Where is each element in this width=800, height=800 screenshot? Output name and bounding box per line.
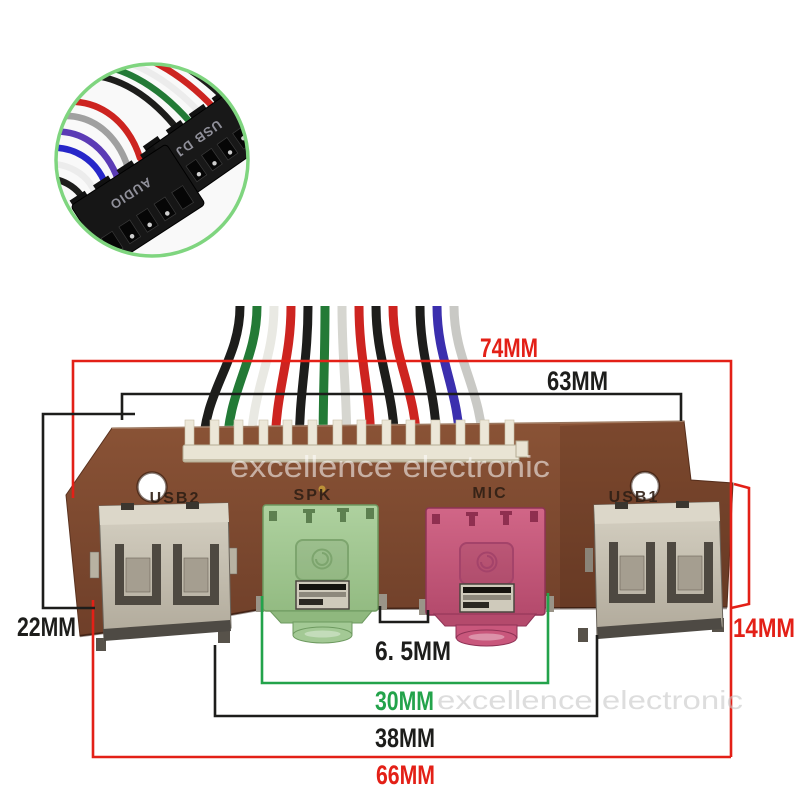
usb2-foot-pin [96,638,106,651]
dim-14mm: 14MM [730,482,795,643]
dim-14mm-label: 14MM [733,613,795,643]
dim-6-5mm-label: 6. 5MM [375,636,451,666]
mic-barrel-tip [456,629,517,647]
spk-logo [311,548,333,570]
dim-30mm: 30MM [260,593,550,716]
spk-side-pin [379,594,387,610]
usb1-top-face [594,502,720,524]
inset-wire [80,64,206,119]
dim-74mm-lines [71,359,733,757]
usb2-spring-contacts [115,544,219,605]
mic-jack [419,507,554,647]
dim-66mm-lines [91,600,731,759]
usb1-bottom-bar [597,618,722,639]
mic-emboss-square [459,542,514,585]
solder-pad-dot [318,485,326,493]
usb2-top-notch [186,502,199,509]
spk-barrel-tip [292,626,353,644]
header-latch-nub [515,440,529,458]
dim-22mm-label: 22MM [17,612,76,642]
main-photo: excellence electronic USB2 SPK MIC USB1 [65,305,734,651]
usb1-side-tab [585,548,593,572]
dimension-annotations: 74MM 66MM 14MM 63MM 22MM 6. 5MM 38MM [17,333,795,790]
mic-top-notches [432,511,538,526]
spk-emboss-square [295,539,349,581]
usb1-spring-contacts [609,542,713,603]
usb2-port [89,502,238,651]
mic-window-stripe [463,587,511,593]
dim-66mm-label: 66MM [376,760,435,790]
usb2-top-notch [121,503,134,510]
mic-window-stripe [463,602,489,608]
dim-6-5mm: 6. 5MM [375,606,451,666]
dim-63mm: 63MM [120,366,683,421]
connector-pin-slots [100,185,194,256]
dim-30mm-lines [260,593,550,685]
watermark-faint-text: excellence electronic [437,685,743,715]
dim-38mm: 38MM [213,635,599,753]
dim-74mm-label: 74MM [480,333,538,363]
usb2-foot-pin [218,630,230,643]
usb2-top-face [99,503,229,525]
dim-22mm: 22MM [17,412,135,642]
usb1-port [578,501,724,642]
silk-labels: USB2 SPK MIC USB1 [150,485,660,507]
inset-audio-connector: AUDIO [69,144,205,256]
dim-66mm: 66MM [91,600,731,790]
inset-photo: USB DJ AUDIO [54,62,250,258]
pcb-top-bevel [111,420,685,429]
dim-6-5mm-lines [378,606,430,624]
inset-circle-ring [54,62,250,258]
spk-neck [268,610,374,624]
spk-side-pin [256,596,264,612]
mic-window-stripe [463,595,511,600]
mounting-hole-right [629,470,661,502]
watermark-text: excellence electronic [230,449,550,484]
dim-63mm-label: 63MM [547,366,608,396]
usb1-top-notch [676,501,689,508]
mic-side-pin [419,599,427,615]
header-body-shadow [183,459,519,462]
mounting-hole-left [136,471,168,503]
dim-38mm-lines [213,635,599,718]
spk-top-notches [269,508,374,523]
dim-30mm-label: 30MM [375,686,434,716]
usb1-foot-pin [578,628,588,642]
inset-wire [56,128,122,184]
usb1-top-notch [615,502,628,509]
dim-74mm: 74MM [71,333,733,757]
dim-14mm-lines [730,482,751,610]
spk-window-stripe [299,584,346,590]
mic-logo [476,551,498,573]
silk-label-usb1: USB1 [609,489,660,506]
mic-barrel-highlight [468,633,505,641]
mic-neck [432,613,538,627]
spk-window-stripe [299,599,323,605]
silk-label-spk: SPK [294,487,333,504]
dim-22mm-lines [41,412,135,610]
usb2-bottom-bar [103,620,231,641]
silk-label-mic: MIC [472,485,507,502]
dim-63mm-lines [120,392,683,421]
pin-header [182,419,529,463]
spk-jack [256,504,387,644]
mic-side-pin [546,596,554,612]
spk-barrel-highlight [304,630,341,638]
dim-38mm-label: 38MM [375,723,435,753]
usb2-side-tab [89,551,100,579]
spk-window-stripe [299,592,346,597]
header-teeth [184,419,515,448]
